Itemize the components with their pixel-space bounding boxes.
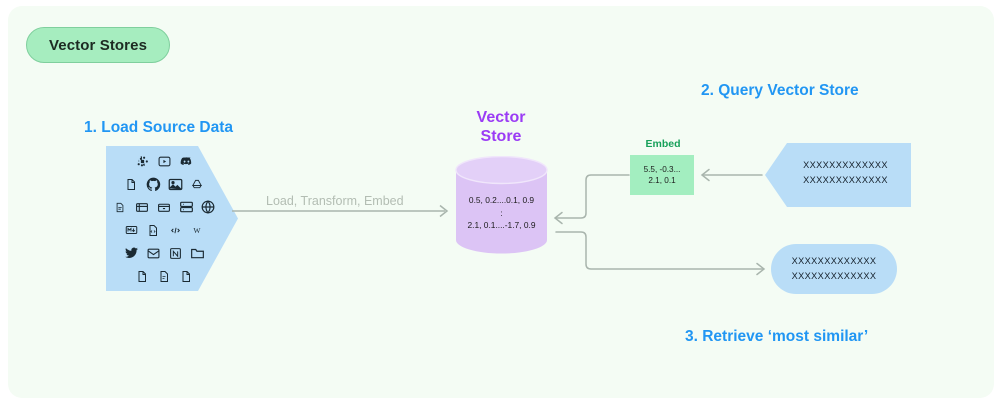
icon-row (112, 244, 216, 262)
step-3-heading: 3. Retrieve ‘most similar’ (685, 328, 869, 345)
archive-icon (157, 200, 172, 215)
step-1-heading: 1. Load Source Data (84, 119, 234, 136)
retrieve-result-box: XXXXXXXXXXXXX XXXXXXXXXXXXX (771, 244, 897, 294)
query-input-text: XXXXXXXXXXXXX XXXXXXXXXXXXX (803, 160, 888, 185)
markdown-icon (124, 223, 139, 238)
load-transform-embed-arrow (232, 203, 454, 224)
embed-vector-box: 5.5, -0.3... 2.1, 0.1 (630, 155, 694, 195)
document-icon (113, 200, 128, 215)
flow-label: Load, Transform, Embed (266, 194, 404, 208)
step-2-heading: 2. Query Vector Store (701, 82, 859, 99)
wikipedia-icon: W (190, 223, 205, 238)
slack-icon (135, 154, 150, 169)
vector-store-contents: 0.5, 0.2....0.1, 0.9 : 2.1, 0.1....-1.7,… (467, 195, 536, 230)
source-data-pentagon (106, 146, 238, 291)
globe-icon (201, 200, 216, 215)
database-icon (135, 200, 150, 215)
svg-text:W: W (193, 226, 201, 235)
icon-row: W (112, 221, 216, 239)
notion-icon (168, 246, 183, 261)
icon-row (112, 175, 216, 193)
youtube-icon (157, 154, 172, 169)
github-icon (146, 177, 161, 192)
retrieve-result-text: XXXXXXXXXXXXX XXXXXXXXXXXXX (791, 256, 877, 281)
vector-store-title: Vector Store (476, 109, 526, 145)
icon-row (112, 267, 216, 285)
image-icon (168, 177, 183, 192)
page-icon (135, 269, 150, 284)
code-file-icon (146, 223, 161, 238)
icon-row (112, 152, 216, 170)
text-file-icon (157, 269, 172, 284)
server-icon (179, 200, 194, 215)
discord-icon (179, 154, 194, 169)
html5-icon (168, 223, 183, 238)
email-icon (146, 246, 161, 261)
embed-vector-text: 5.5, -0.3... 2.1, 0.1 (643, 164, 681, 186)
vector-stores-badge: Vector Stores (26, 27, 171, 63)
query-input-shape (765, 143, 911, 212)
icon-row (112, 198, 216, 216)
embed-label: Embed (645, 138, 681, 150)
source-icon-grid: W (112, 152, 216, 285)
vector-store-cylinder (455, 155, 548, 259)
folder-icon (190, 246, 205, 261)
file-icon (124, 177, 139, 192)
twitter-icon (124, 246, 139, 261)
badge-label: Vector Stores (49, 36, 148, 54)
google-drive-icon (190, 177, 205, 192)
doc-icon (179, 269, 194, 284)
